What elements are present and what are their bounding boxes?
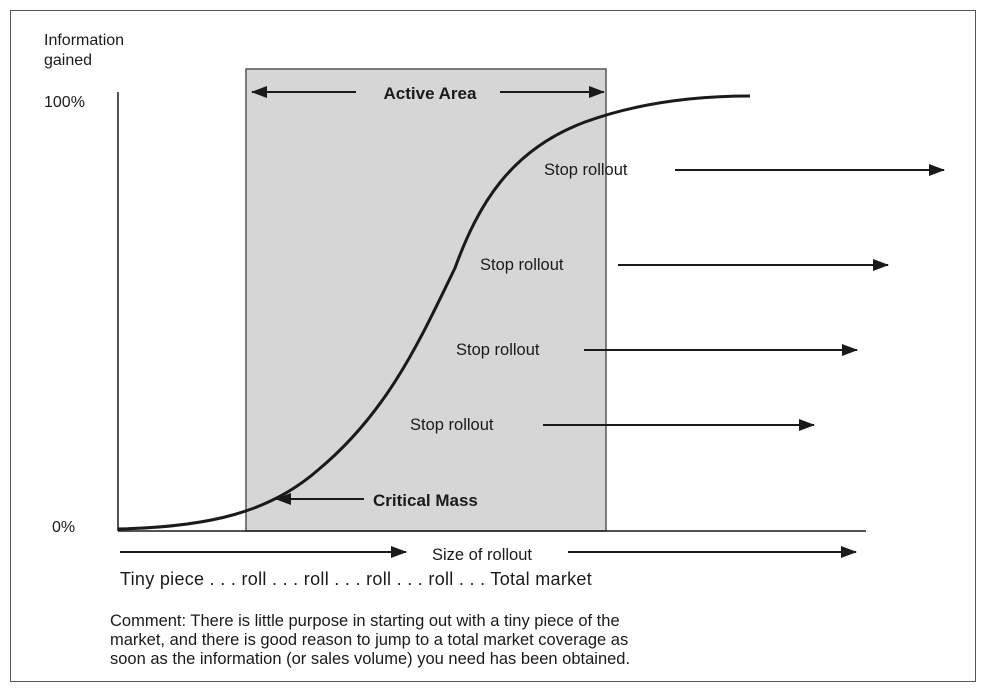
stop-rollout-label-4: Stop rollout xyxy=(410,416,494,434)
stop-rollout-label-1: Stop rollout xyxy=(544,161,628,179)
y-axis-title-line-1: Information xyxy=(44,32,125,49)
y-axis-title: Information gained xyxy=(44,31,124,71)
figure-frame xyxy=(10,10,976,682)
comment-line-2: market, and there is good reason to jump… xyxy=(110,631,629,649)
active-area-label: Active Area xyxy=(384,84,477,103)
rollout-scale-labels: Tiny piece . . . roll . . . roll . . . r… xyxy=(120,569,593,589)
y-tick-100: 100% xyxy=(44,94,85,111)
active-area-box xyxy=(245,68,607,532)
comment-line-3: soon as the information (or sales volume… xyxy=(110,650,631,668)
y-axis-title-line-2: gained xyxy=(44,52,93,69)
y-tick-0: 0% xyxy=(52,519,75,536)
x-axis-title: Size of rollout xyxy=(432,546,532,564)
stop-rollout-label-2: Stop rollout xyxy=(480,256,564,274)
s-curve xyxy=(117,94,751,531)
stop-rollout-label-3: Stop rollout xyxy=(456,341,540,359)
comment-line-1: Comment: There is little purpose in star… xyxy=(110,612,620,630)
critical-mass-label: Critical Mass xyxy=(373,491,478,510)
comment-text: Comment: There is little purpose in star… xyxy=(110,612,630,669)
